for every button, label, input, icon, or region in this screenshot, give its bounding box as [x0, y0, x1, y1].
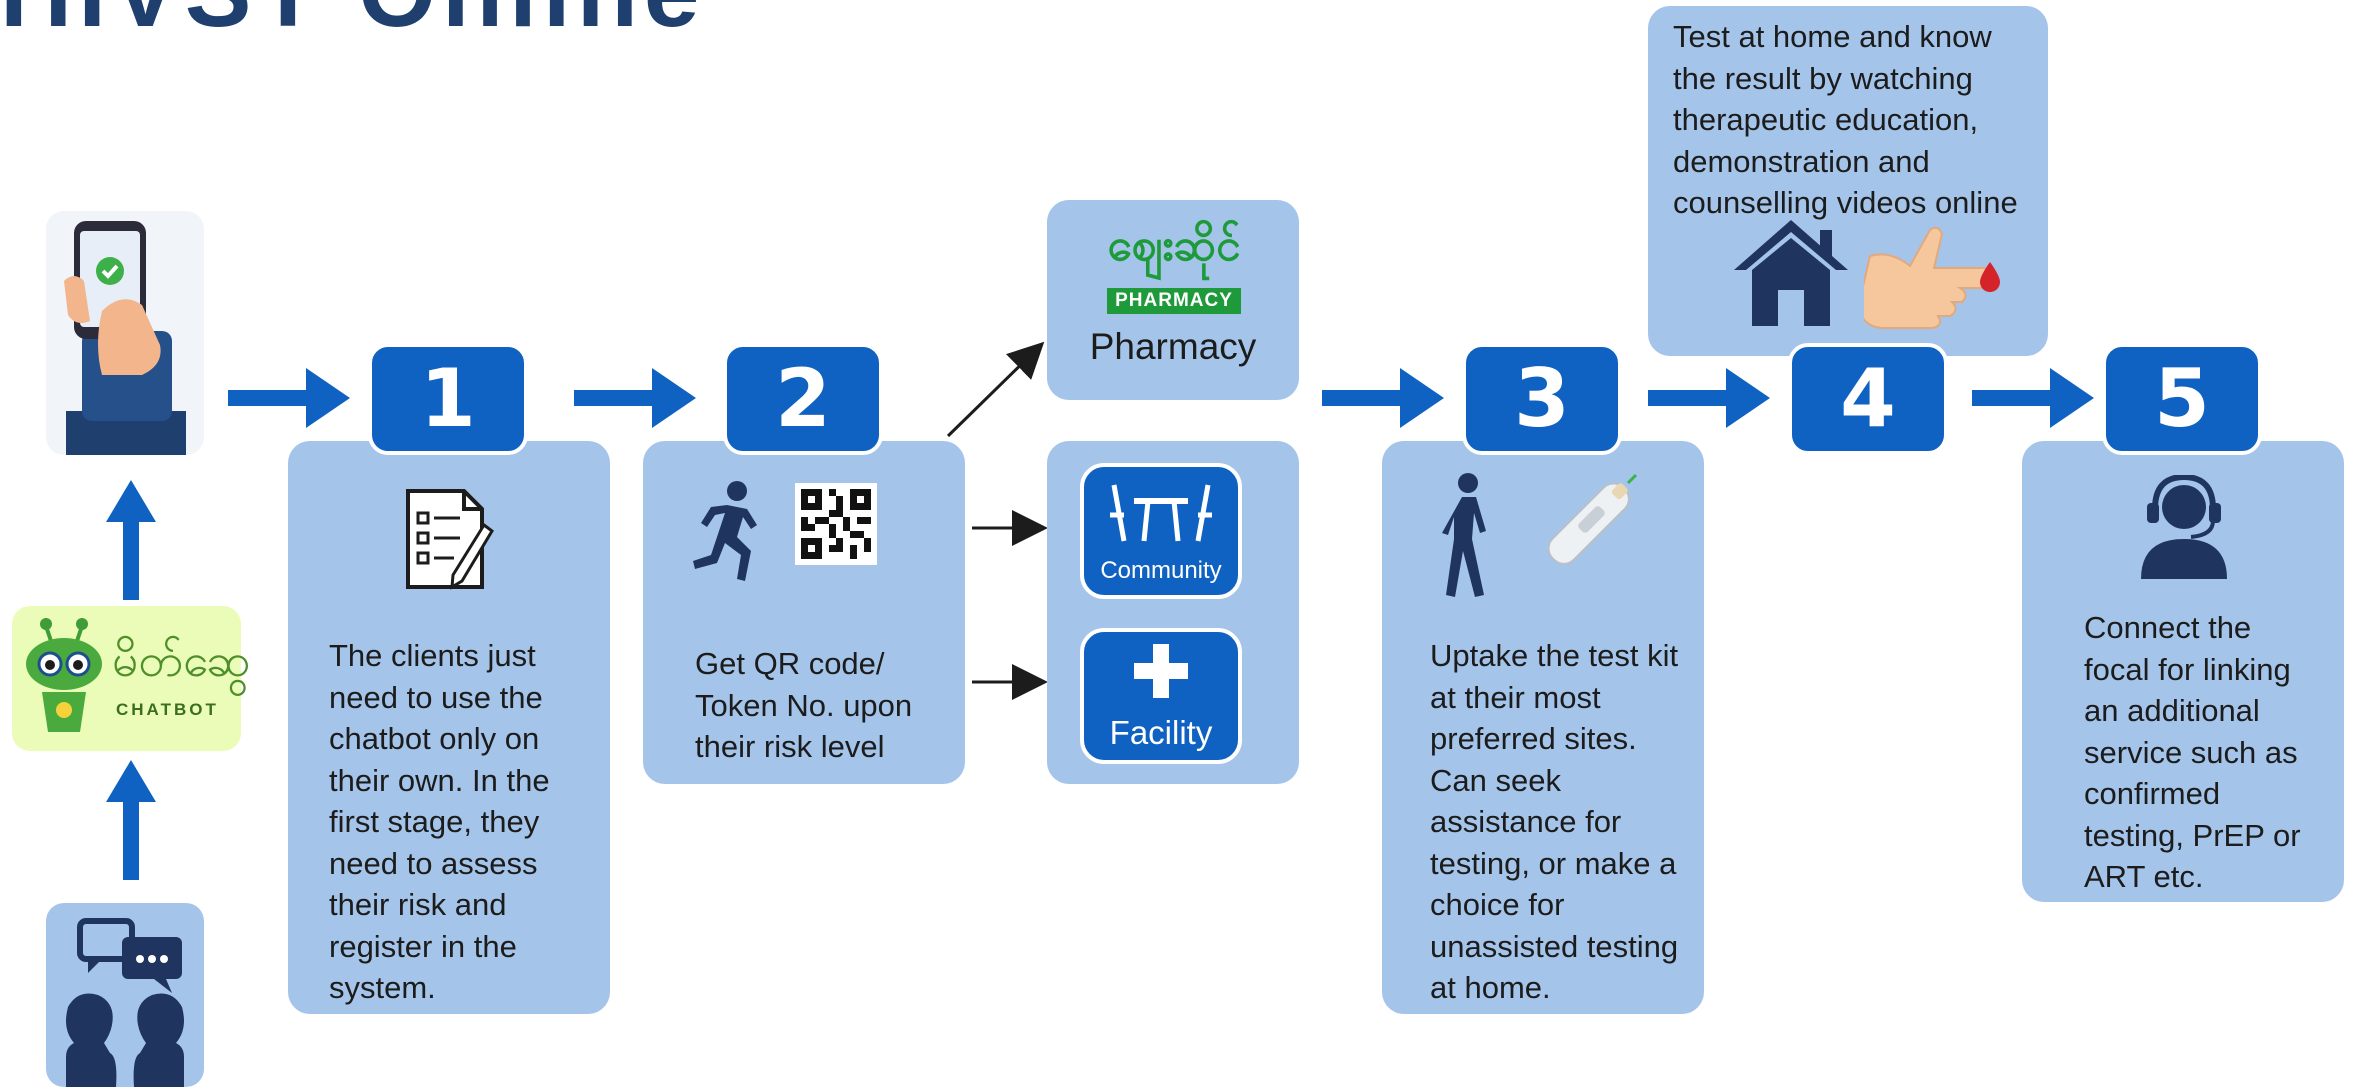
step-3-text: Uptake the test kit at their most prefer… [1430, 638, 1679, 1005]
chatbot-logo-tile: မိတ်ဆွေ CHATBOT [12, 606, 251, 751]
step-3-number: 3 [1462, 343, 1622, 455]
qr-code-icon [795, 483, 877, 565]
step-2-panel: Get QR code/ Token No. upon their risk l… [643, 441, 965, 784]
step-5-text: Connect the focal for linking an additio… [2084, 610, 2301, 894]
arrow-right-d [1648, 368, 1770, 428]
arrow-up-2 [106, 760, 156, 880]
test-kit-icon [1547, 473, 1638, 565]
step-4-panel: Test at home and know the result by watc… [1648, 6, 2048, 356]
step-2-number: 2 [723, 343, 883, 455]
step-2-text: Get QR code/ Token No. upon their risk l… [695, 646, 913, 764]
arrow-up-1 [106, 480, 156, 600]
headset-agent-icon [2141, 475, 2227, 579]
facility-button[interactable]: Facility [1080, 628, 1242, 764]
chatbot-logo-subtitle: CHATBOT [116, 700, 219, 719]
step-1-number: 1 [368, 343, 528, 455]
arrow-right-c [1322, 368, 1444, 428]
people-tile [46, 903, 204, 1087]
walking-person-icon [1442, 473, 1486, 597]
pharmacy-logo-banner: PHARMACY [1107, 288, 1241, 314]
step-5-panel: Connect the focal for linking an additio… [2022, 441, 2344, 902]
running-person-icon [693, 481, 757, 581]
people-chat-icon [66, 918, 184, 1087]
sites-panel: Community Facility [1047, 441, 1299, 784]
house-icon [1734, 220, 1848, 326]
checklist-icon [406, 489, 494, 590]
pharmacy-panel[interactable]: ဈေးဆိုင် PHARMACY Pharmacy [1047, 200, 1299, 400]
table-chairs-icon [1110, 484, 1212, 542]
step-4-number: 4 [1788, 343, 1948, 455]
step-1-text: The clients just need to use the chatbot… [329, 638, 550, 1005]
pharmacy-logo: ဈေးဆိုင် PHARMACY [1101, 216, 1247, 318]
arrow-right-e [1972, 368, 2094, 428]
step-4-text: Test at home and know the result by watc… [1673, 19, 2018, 220]
community-button[interactable]: Community [1080, 463, 1242, 599]
pharmacy-logo-script: ဈေးဆိုင် [1107, 220, 1241, 271]
medical-cross-icon [1134, 644, 1188, 698]
step-3-panel: Uptake the test kit at their most prefer… [1382, 441, 1704, 1014]
arrow-right-a [228, 368, 350, 428]
community-label: Community [1100, 557, 1222, 584]
page-title: HIVST Online [0, 0, 705, 42]
finger-prick-icon [1864, 226, 2000, 329]
robot-mascot-icon [26, 618, 102, 732]
chatbot-logo-script: မိတ်ဆွေ [112, 633, 251, 687]
pharmacy-label: Pharmacy [1089, 326, 1257, 367]
smartphone-check-icon [64, 221, 186, 455]
phone-tile [46, 211, 204, 455]
step-1-panel: The clients just need to use the chatbot… [288, 441, 610, 1014]
facility-label: Facility [1109, 714, 1213, 751]
step-5-number: 5 [2102, 343, 2262, 455]
arrow-right-b [574, 368, 696, 428]
branch-arrows [946, 341, 1048, 700]
